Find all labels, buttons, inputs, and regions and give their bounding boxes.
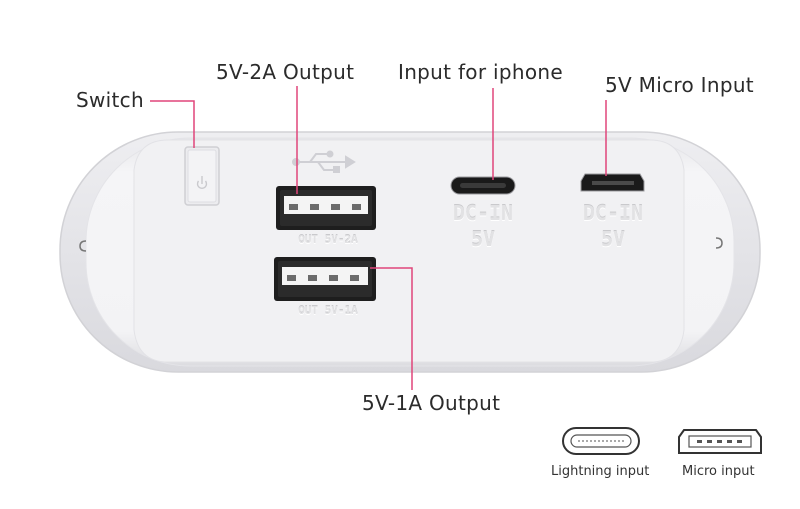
micro-usb-connector-icon — [678, 429, 762, 454]
power-icon — [196, 176, 208, 190]
leader-out-1a — [370, 267, 413, 390]
dcin-micro-marking: DC-IN — [582, 201, 644, 225]
label-switch: Switch — [76, 88, 144, 112]
usb-port-2a[interactable] — [276, 186, 376, 230]
label-out-1a: 5V-1A Output — [362, 391, 501, 415]
legend-micro-label: Micro input — [682, 464, 755, 479]
dcin-lightning-voltage: 5V — [470, 227, 496, 251]
micro-usb-port[interactable] — [580, 173, 645, 192]
leader-switch — [150, 100, 195, 148]
out-1a-marking: OUT 5V-1A — [298, 304, 358, 317]
lightning-port[interactable] — [450, 176, 516, 195]
dcin-lightning-marking: DC-IN — [452, 201, 514, 225]
usb-icon — [292, 150, 356, 173]
label-micro-input: 5V Micro Input — [605, 73, 754, 97]
dcin-micro-voltage: 5V — [600, 227, 626, 251]
lightning-connector-icon — [562, 427, 640, 455]
out-2a-marking: OUT 5V-2A — [298, 233, 358, 246]
leader-lines — [150, 86, 607, 390]
usb-port-1a[interactable] — [274, 257, 376, 301]
legend-lightning-label: Lightning input — [551, 464, 650, 479]
label-out-2a: 5V-2A Output — [216, 60, 355, 84]
label-input-iphone: Input for iphone — [398, 60, 563, 84]
device-casing — [59, 131, 761, 373]
